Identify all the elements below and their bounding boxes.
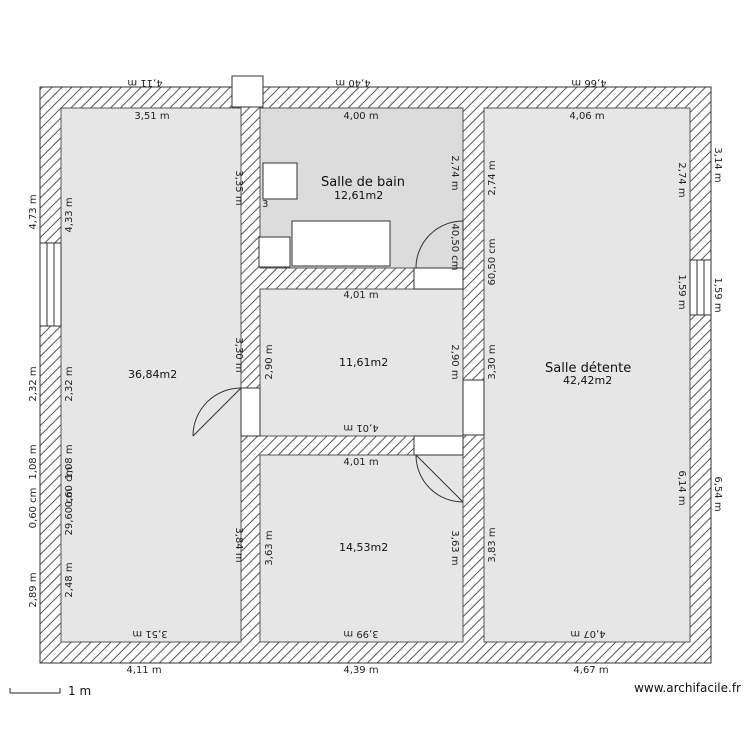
dim-right-outer-3: 6,54 m xyxy=(712,476,723,511)
bathtub xyxy=(291,220,391,267)
door-swing-left xyxy=(192,387,242,437)
room-salle-detente xyxy=(483,107,691,643)
dim-room2-left-inner: 3 xyxy=(262,199,268,210)
room-area-4: 14,53m2 xyxy=(339,541,388,554)
watermark: www.archifacile.fr xyxy=(634,681,741,695)
dim-room4-right: 3,63 m xyxy=(449,530,460,565)
dim-room1-left-4: 0,60 cm xyxy=(64,467,75,508)
scale-label: 1 m xyxy=(68,684,91,698)
room-name-5: Salle détente xyxy=(545,361,631,376)
dim-room1-left-5: 29,60 cm xyxy=(64,488,75,535)
door-opening-left xyxy=(240,387,261,437)
dim-room1-bottom: 3,51 m xyxy=(132,628,167,639)
dim-room1-right-1: 3,35 m xyxy=(233,170,244,205)
room-area-5: 42,42m2 xyxy=(563,374,612,387)
scale-bar xyxy=(9,688,61,694)
dim-room1-top: 3,51 m xyxy=(134,111,169,122)
dim-room5-right-2: 1,59 m xyxy=(676,274,687,309)
window-right xyxy=(689,259,712,316)
dim-bottom-outer-2: 4,39 m xyxy=(343,665,378,676)
room-lower-middle xyxy=(259,454,464,643)
dim-room3-right: 2,90 m xyxy=(449,344,460,379)
dim-left-outer-5: 2,89 m xyxy=(28,572,39,607)
dim-room2-door: 40,50 cm xyxy=(449,223,460,270)
sink-cabinet xyxy=(258,236,291,268)
dim-top-outer-2: 4,40 m xyxy=(335,77,370,88)
dim-room1-left-2: 2,32 m xyxy=(64,366,75,401)
room-middle xyxy=(259,288,464,437)
dim-room5-left-3: 3,30 m xyxy=(487,344,498,379)
dim-room5-bottom: 4,07 m xyxy=(570,628,605,639)
door-swing-lower xyxy=(415,454,464,503)
dim-room5-right-3: 6,14 m xyxy=(676,470,687,505)
room-area-3: 11,61m2 xyxy=(339,356,388,369)
dim-room5-left-2: 60,50 cm xyxy=(487,238,498,285)
dim-bottom-outer-3: 4,67 m xyxy=(573,665,608,676)
shower-tray xyxy=(262,162,298,200)
dim-room2-top: 4,00 m xyxy=(343,111,378,122)
dim-room5-top: 4,06 m xyxy=(569,111,604,122)
dim-room1-left-3: 1,08 m xyxy=(64,444,75,479)
dim-room4-bottom: 3,99 m xyxy=(343,628,378,639)
dim-right-outer-1: 3,14 m xyxy=(712,147,723,182)
dim-room2-right-inner: 2,74 m xyxy=(449,155,460,190)
room-large-left xyxy=(60,107,242,643)
dim-room5-left-4: 3,83 m xyxy=(487,527,498,562)
door-opening-right xyxy=(462,379,485,436)
room-area-1: 36,84m2 xyxy=(128,368,177,381)
dim-left-outer-4: 0,60 cm xyxy=(28,488,39,529)
dim-room3-left: 2,90 m xyxy=(264,344,275,379)
dim-top-outer-3: 4,66 m xyxy=(571,77,606,88)
dim-left-outer-3: 1,08 m xyxy=(28,444,39,479)
room-area-2: 12,61m2 xyxy=(334,189,383,202)
room-name-2: Salle de bain xyxy=(321,175,405,190)
dim-room5-right-1: 2,74 m xyxy=(676,162,687,197)
dim-room1-left-6: 2,48 m xyxy=(64,562,75,597)
dim-left-outer-2: 2,32 m xyxy=(28,366,39,401)
dim-room3-top: 4,01 m xyxy=(343,290,378,301)
dim-bottom-outer-1: 4,11 m xyxy=(126,665,161,676)
dim-top-outer-1: 4,11 m xyxy=(127,77,162,88)
dim-room1-left-1: 4,33 m xyxy=(64,197,75,232)
dim-room1-right-2: 3,30 m xyxy=(233,337,244,372)
dim-room4-left: 3,63 m xyxy=(264,530,275,565)
door-opening-bathroom xyxy=(413,267,464,290)
window-left xyxy=(39,242,62,327)
dim-left-outer-1: 4,73 m xyxy=(28,194,39,229)
dim-right-outer-2: 1,59 m xyxy=(712,277,723,312)
door-opening-lower xyxy=(413,435,464,456)
dim-room5-left-1: 2,74 m xyxy=(487,160,498,195)
dim-room4-top: 4,01 m xyxy=(343,457,378,468)
dim-room1-right-3: 3,84 m xyxy=(233,527,244,562)
chimney-block xyxy=(231,75,264,108)
door-swing-bathroom xyxy=(415,220,464,269)
dim-room3-bottom: 4,01 m xyxy=(343,422,378,433)
